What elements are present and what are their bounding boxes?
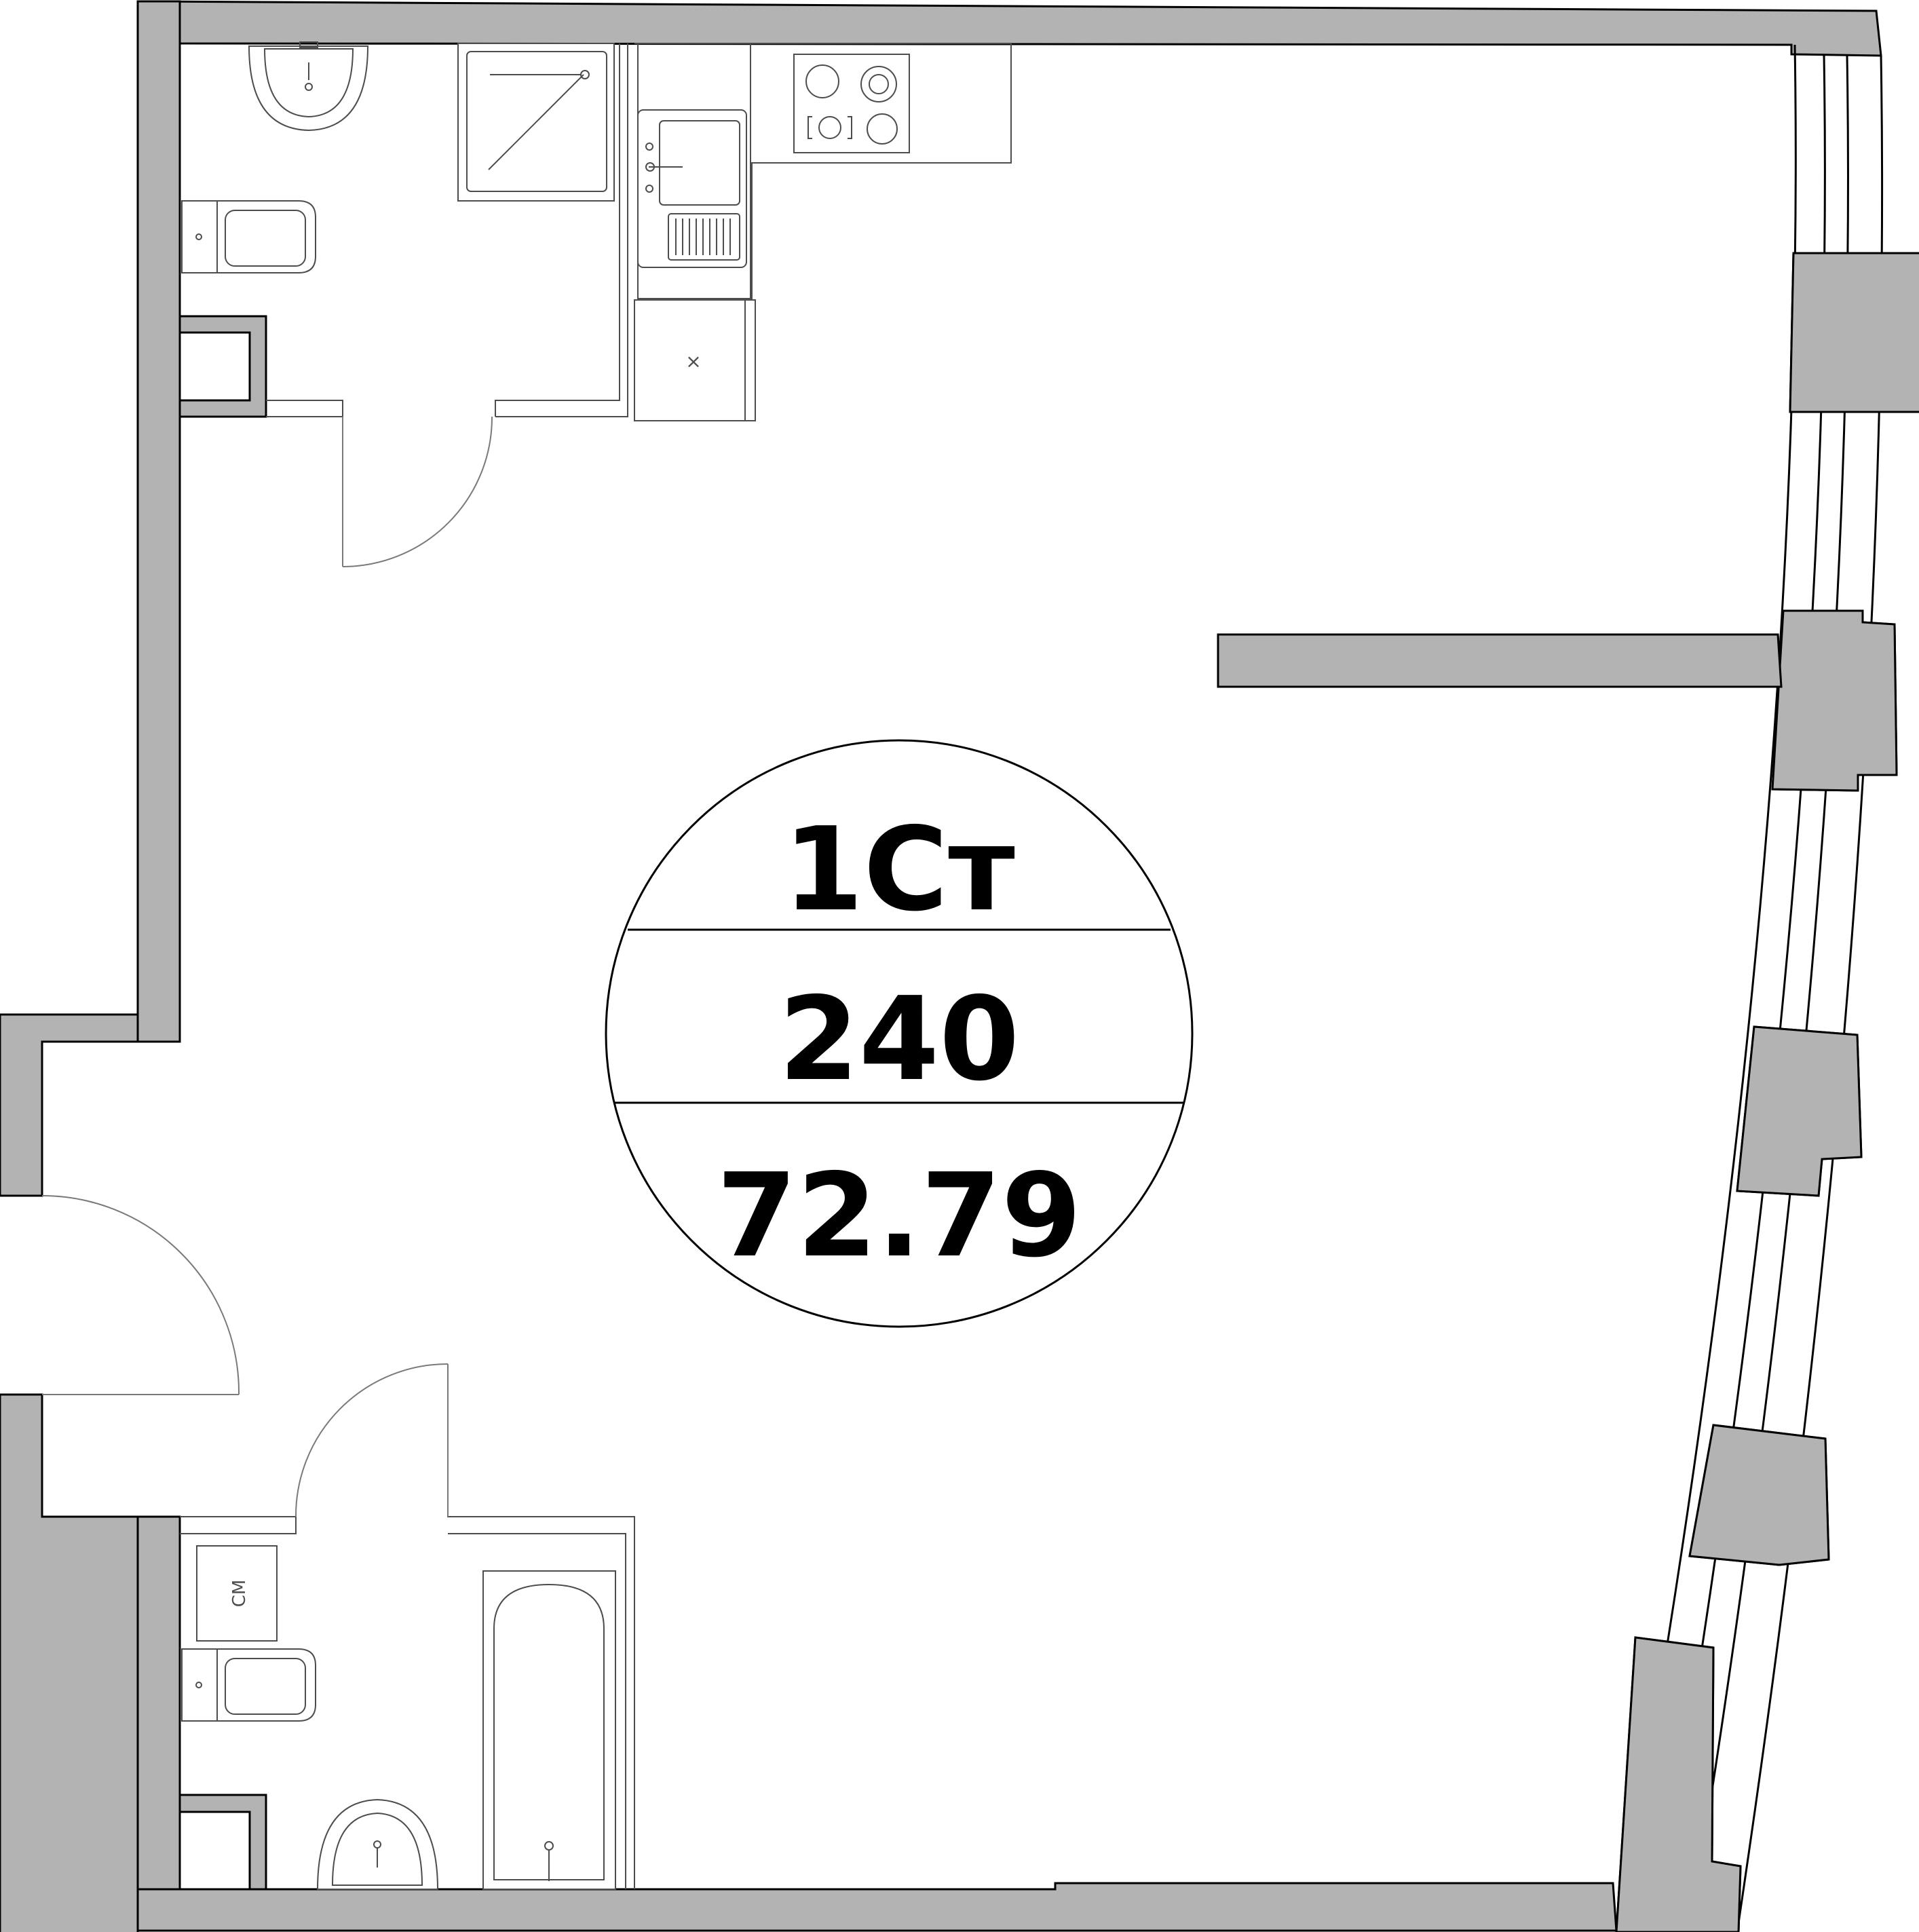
- fridge: ×: [634, 299, 756, 421]
- washbasin-lower: [316, 1798, 439, 1890]
- info-circle: [605, 739, 1194, 1328]
- washing-machine: СМ: [196, 1545, 278, 1642]
- bathroom-upper-partition: [266, 400, 343, 417]
- lower-bath-partition: [180, 1516, 297, 1534]
- upper-door-arc: [342, 416, 493, 567]
- entry-door-arc: [41, 1195, 240, 1395]
- partition-wall-cover: [1217, 633, 1783, 688]
- cooktop: [793, 54, 910, 153]
- lower-bath-partition-right-inner: [448, 1533, 626, 1889]
- washbasin-upper: [248, 41, 369, 132]
- wall-top: [136, 0, 1882, 57]
- unit-number: 240: [779, 972, 1020, 1107]
- washer-label: СМ: [229, 1580, 250, 1608]
- unit-area: 72.79: [717, 1149, 1082, 1283]
- shaft-upper: [178, 315, 267, 418]
- unit-type: 1Ст: [783, 803, 1015, 937]
- unit-info-badge: 1Ст 240 72.79: [605, 739, 1194, 1328]
- kitchen: ×: [634, 43, 1012, 421]
- bathroom-upper-wall-right-inner: [495, 43, 628, 417]
- toilet-upper: [181, 200, 316, 273]
- wall-left-lower: [136, 1515, 181, 1932]
- pier-1-cover: [1789, 252, 1919, 413]
- lower-door-arc: [294, 1363, 449, 1517]
- upper-bathroom: [181, 41, 628, 567]
- bathtub: [482, 1570, 616, 1890]
- toilet-lower: [181, 1648, 316, 1722]
- fridge-mark: ×: [685, 350, 701, 373]
- pier-5-cover: [1615, 1636, 1742, 1932]
- pier-3-cover: [1736, 1025, 1863, 1197]
- entry-door: [41, 1195, 240, 1395]
- wall-entry-jamb-upper: [0, 1013, 139, 1197]
- wall-left-upper: [136, 0, 181, 1043]
- drainer-ribs: [675, 219, 731, 255]
- bathroom-upper-wall-right: [495, 43, 620, 417]
- wall-bottom: [136, 1882, 1618, 1932]
- shower-tray: [457, 43, 615, 202]
- shaft-lower: [178, 1794, 267, 1891]
- window-piers: [1217, 252, 1919, 1932]
- kitchen-sink: [637, 109, 747, 268]
- lower-bathroom: СМ: [180, 1363, 635, 1890]
- pier-2-cover: [1771, 609, 1898, 792]
- pier-4-cover: [1688, 1424, 1830, 1566]
- kitchen-counter: [634, 43, 1012, 300]
